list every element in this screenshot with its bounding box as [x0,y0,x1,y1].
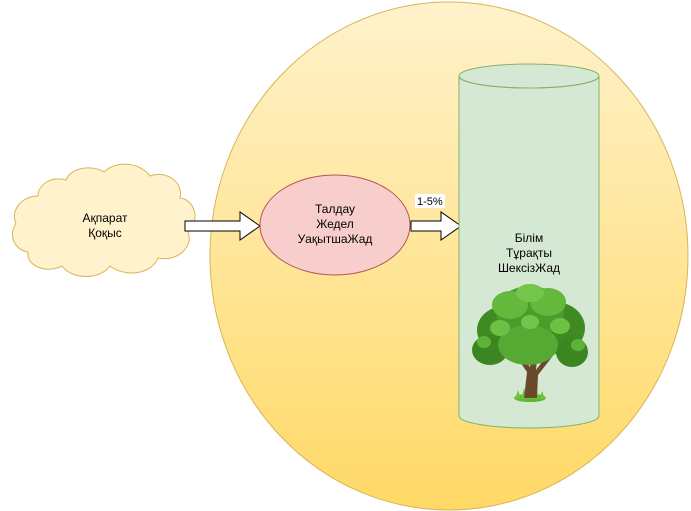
arrow-cloud-to-short-term[interactable] [184,211,261,241]
long-term-label-line2: Тұрақты [506,246,552,260]
long-term-label-line1: Білім [515,231,543,245]
short-term-label-line3: УақытшаЖад [298,232,373,246]
cloud-shape [12,163,196,277]
short-term-ellipse [259,174,411,276]
arrow-short-to-long-term[interactable] [410,211,462,241]
long-term-label-line3: ШексізЖад [498,261,560,275]
tree-icon [472,284,588,402]
transfer-percentage-label: 1-5% [417,196,443,208]
cylinder-top-inner-edge [458,75,600,89]
information-cloud[interactable]: Ақпарат Қоқыс [12,163,196,277]
transfer-label-bg [415,194,445,208]
short-term-label-line1: Талдау [315,202,355,216]
short-term-label-line2: Жедел [316,217,354,231]
cloud-label-line1: Ақпарат [82,211,128,225]
short-term-memory-node[interactable]: Талдау Жедел УақытшаЖад [259,174,411,276]
cloud-label-line2: Қоқыс [88,226,122,240]
